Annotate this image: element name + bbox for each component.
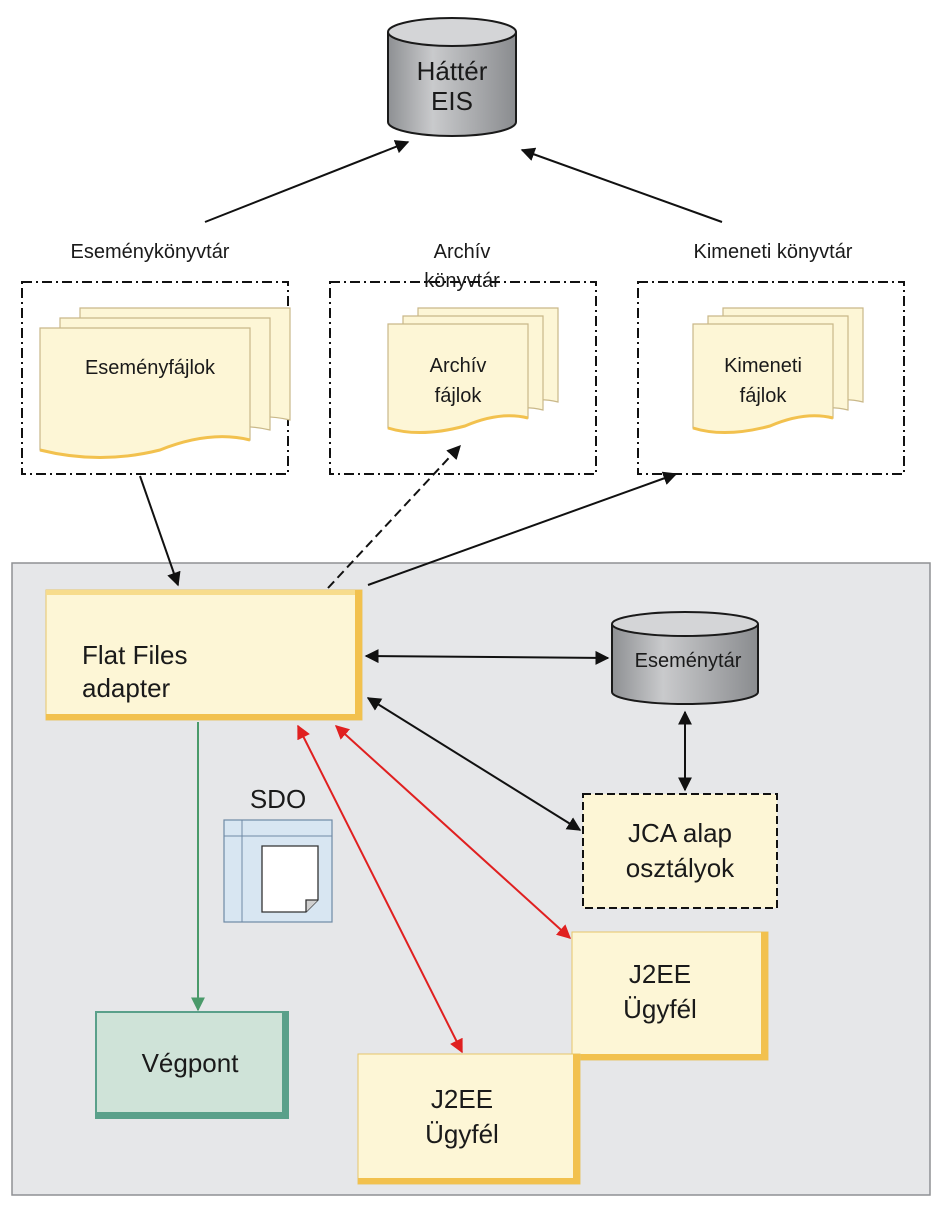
event-files-stack: Eseményfájlok: [39, 307, 291, 459]
event-store-database: Eseménytár: [611, 611, 759, 705]
arrow-event-dir-to-eis: [204, 140, 410, 223]
arrow-event-dir-to-adapter: [139, 475, 181, 587]
j2ee-client-bottom-label-1: J2EE: [431, 1084, 493, 1114]
output-directory-title: Kimeneti könyvtár: [694, 241, 853, 263]
backend-eis-label-2: EIS: [431, 86, 473, 116]
j2ee-client-right-box: J2EE Ügyfél: [571, 931, 769, 1061]
event-directory-title: Eseménykönyvtár: [71, 241, 230, 263]
archive-files-label-1: Archív: [430, 355, 487, 377]
jca-base-classes-box: JCA alap osztályok: [582, 793, 778, 909]
jca-label-2: osztályok: [626, 853, 735, 883]
arrow-adapter-to-archive: [327, 444, 461, 589]
endpoint-box: Végpont: [95, 1011, 289, 1119]
archive-directory-title-2: könyvtár: [424, 270, 500, 292]
arrow-output-dir-to-eis: [520, 147, 723, 223]
archive-files-stack: Archív fájlok: [387, 307, 559, 435]
arrow-adapter-to-output: [367, 471, 678, 586]
archive-directory-box: [329, 281, 597, 475]
j2ee-client-right-label-1: J2EE: [629, 959, 691, 989]
j2ee-client-bottom-label-2: Ügyfél: [425, 1119, 499, 1149]
sdo-icon: [223, 819, 333, 923]
archive-directory-title-1: Archív: [434, 241, 491, 263]
output-directory-box: [637, 281, 905, 475]
event-store-label: Eseménytár: [635, 650, 742, 672]
arrow-adapter-j2ee-bottom: [297, 724, 463, 1054]
adapter-label-2: adapter: [82, 673, 171, 703]
archive-files-label-2: fájlok: [435, 385, 483, 407]
j2ee-client-bottom-box: J2EE Ügyfél: [357, 1053, 581, 1185]
jca-label-1: JCA alap: [628, 818, 732, 848]
sdo-label: SDO: [250, 784, 306, 814]
adapter-label-1: Flat Files: [82, 640, 187, 670]
output-files-label-1: Kimeneti: [724, 355, 802, 377]
backend-eis-label-1: Háttér: [417, 56, 488, 86]
flat-files-adapter-box: Flat Files adapter: [45, 589, 363, 721]
arrow-adapter-event-store: [364, 649, 610, 665]
output-files-stack: Kimeneti fájlok: [692, 307, 864, 435]
endpoint-label: Végpont: [142, 1048, 240, 1078]
event-files-label: Eseményfájlok: [85, 357, 216, 379]
output-files-label-2: fájlok: [740, 385, 788, 407]
j2ee-client-right-label-2: Ügyfél: [623, 994, 697, 1024]
backend-eis-database: Háttér EIS: [387, 17, 517, 137]
